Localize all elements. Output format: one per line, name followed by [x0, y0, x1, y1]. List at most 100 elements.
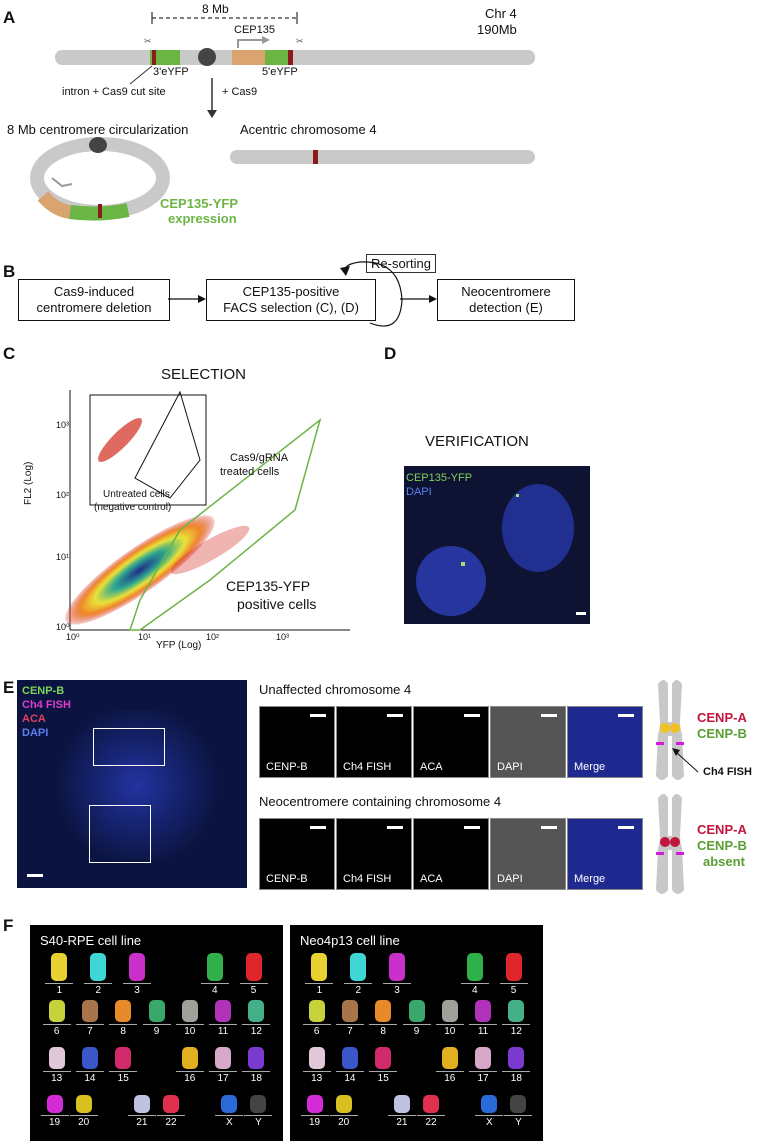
karyotype-number: 15 — [377, 1073, 389, 1084]
diag1-cenpb: CENP-B — [697, 726, 747, 741]
y-tick-3: 10³ — [56, 420, 70, 430]
karyotype-number: 13 — [51, 1073, 63, 1084]
karyotype-chromosome — [115, 1047, 132, 1069]
karyotype-number: 9 — [413, 1026, 420, 1037]
legend-aca: ACA — [22, 713, 46, 725]
tile-label: Ch4 FISH — [343, 873, 392, 885]
metaphase-image: CENP-B Ch4 FISH ACA DAPI — [17, 680, 247, 888]
tile-label: DAPI — [497, 873, 523, 885]
karyotype-chromosome — [375, 1000, 392, 1022]
karyotype-baseline — [402, 1024, 431, 1025]
roi-box-1 — [93, 728, 165, 766]
karyotype-chromosome — [311, 953, 328, 981]
karyotype-number: Y — [255, 1117, 262, 1128]
karyotype-number: 14 — [344, 1073, 356, 1084]
karyotype-chromosome — [466, 953, 483, 981]
karyotype-number: 2 — [355, 985, 362, 996]
karyotype-chromosome — [215, 1000, 232, 1022]
karyotype-right-title: Neo4p13 cell line — [300, 933, 400, 948]
karyotype-number: 3 — [134, 985, 140, 996]
legend-dapi-e: DAPI — [22, 727, 49, 739]
karyotype-chromosome — [90, 953, 107, 981]
tile-row2-fish: Ch4 FISH — [336, 818, 412, 890]
karyotype-number: 21 — [396, 1117, 408, 1128]
karyotype-number: 14 — [84, 1073, 96, 1084]
diag2-cenpb: CENP-B — [697, 838, 747, 853]
karyotype-number: 1 — [316, 985, 323, 996]
karyotype-baseline — [242, 1071, 271, 1072]
karyotype-number: 16 — [444, 1073, 456, 1084]
karyotype-number: X — [225, 1117, 233, 1128]
karyotype-number: 13 — [311, 1073, 323, 1084]
right-eyfp-label: 5'eYFP — [262, 66, 298, 78]
karyotype-baseline — [335, 1024, 364, 1025]
karyotype-baseline — [460, 983, 489, 984]
step-box-deletion-line2: centromere deletion — [36, 300, 152, 315]
karyotype-number: 17 — [477, 1073, 489, 1084]
tile-row1-fish: Ch4 FISH — [336, 706, 412, 778]
karyotype-number: 22 — [165, 1117, 177, 1128]
karyotype-number: 19 — [49, 1117, 61, 1128]
karyotype-baseline — [209, 1024, 238, 1025]
roi-box-2 — [89, 805, 151, 863]
karyotype-chromosome — [163, 1095, 180, 1113]
karyotype-baseline — [40, 1115, 69, 1116]
karyotype-baseline — [305, 983, 334, 984]
tile-row1-cenpb: CENP-B — [259, 706, 335, 778]
karyotype-chromosome — [341, 1000, 358, 1022]
karyotype-number: 5 — [510, 985, 517, 996]
panel-a-diagram: ✂ ✂ — [30, 12, 535, 221]
expression-line1: CEP135-YFP — [160, 196, 239, 211]
cas9-label: + Cas9 — [222, 86, 258, 98]
karyotype-chromosome — [308, 1000, 325, 1022]
fish-arrow — [672, 748, 699, 773]
karyotype-baseline — [175, 1071, 204, 1072]
row1-title: Unaffected chromosome 4 — [259, 682, 412, 697]
step-box-neo-line2: detection (E) — [469, 300, 543, 315]
karyotype-baseline — [127, 1115, 156, 1116]
karyotype-baseline — [75, 1024, 104, 1025]
karyotype-baseline — [504, 1115, 533, 1116]
karyotype-number: 19 — [309, 1117, 321, 1128]
karyotype-baseline — [242, 1024, 271, 1025]
karyotype-number: 11 — [217, 1026, 229, 1037]
karyotype-number: 18 — [510, 1073, 522, 1084]
karyotype-number: 11 — [477, 1026, 489, 1037]
tile-label: Merge — [574, 873, 606, 885]
karyotype-baseline — [123, 983, 152, 984]
expression-line2: expression — [168, 211, 237, 226]
karyotype-baseline — [42, 1024, 71, 1025]
karyotype-number: 16 — [184, 1073, 196, 1084]
karyotype-chromosome — [181, 1000, 198, 1022]
karyotype-number: 4 — [471, 985, 478, 996]
karyotype-baseline — [335, 1071, 364, 1072]
karyotype-chromosome — [245, 953, 262, 981]
karyotype-baseline — [383, 983, 412, 984]
panel-b-label: B — [3, 262, 16, 281]
karyotype-baseline — [45, 983, 74, 984]
x-tick-1: 10¹ — [138, 632, 152, 642]
tile-label: ACA — [420, 873, 443, 885]
karyotype-chromosome — [81, 1047, 98, 1069]
karyotype-baseline — [142, 1024, 171, 1025]
karyotype-baseline — [239, 983, 268, 984]
karyotype-baseline — [302, 1071, 331, 1072]
karyotype-baseline — [502, 1024, 531, 1025]
karyotype-baseline — [329, 1115, 358, 1116]
karyotype-baseline — [69, 1115, 98, 1116]
step-box-facs-line1: CEP135-positive — [242, 284, 340, 299]
step-box-deletion-line1: Cas9-induced — [53, 284, 135, 299]
karyotype-baseline — [417, 1115, 446, 1116]
legend-dapi: DAPI — [406, 486, 432, 498]
karyotype-chromosome — [129, 953, 146, 981]
karyotype-baseline — [300, 1115, 329, 1116]
positive-label-2: positive cells — [237, 596, 317, 612]
tile-label: Ch4 FISH — [343, 761, 392, 773]
karyotype-baseline — [435, 1024, 464, 1025]
panel-e-label: E — [3, 678, 15, 697]
panel-b-arrows — [168, 261, 437, 327]
karyotype-baseline — [344, 983, 373, 984]
karyotype-baseline — [475, 1115, 504, 1116]
y-tick-2: 10² — [56, 490, 70, 500]
